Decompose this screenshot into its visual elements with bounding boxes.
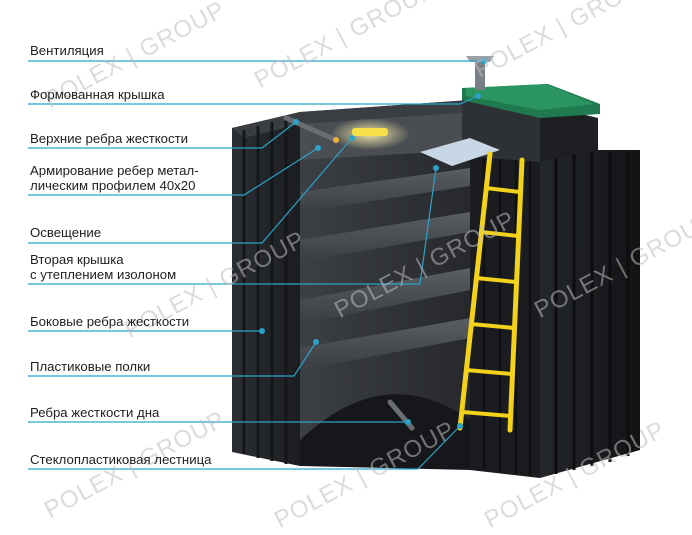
label-second-lid: Вторая крышка с утеплением изолоном (30, 252, 176, 282)
label-ladder: Стеклопластиковая лестница (30, 452, 212, 467)
label-shelves: Пластиковые полки (30, 359, 151, 374)
hatch-housing-side (540, 104, 598, 162)
label-second-lid-line1: Вторая крышка (30, 252, 124, 267)
front-left-wall (232, 112, 300, 466)
label-top-ribs: Верхние ребра жесткости (30, 131, 189, 146)
label-reinforcement-line1: Армирование ребер метал- (30, 163, 199, 178)
diagram: POLEX | GROUP POLEX | GROUP POLEX | GROU… (28, 0, 692, 534)
cellar-illustration (28, 56, 640, 478)
label-bottom-ribs: Ребра жесткости дна (30, 405, 160, 420)
second-lid (420, 138, 500, 166)
side-ribs (242, 118, 288, 464)
right-wall-front (470, 130, 540, 478)
label-lighting: Освещение (30, 225, 102, 240)
label-side-ribs: Боковые ребра жесткости (30, 314, 190, 329)
ventilation-pipe (475, 62, 485, 90)
label-reinforcement-line2: лическим профилем 40х20 (30, 178, 196, 193)
top-rim (232, 100, 470, 138)
light-fixture (352, 128, 388, 136)
leader-ladder (28, 425, 461, 470)
leader-second-lid (28, 167, 437, 285)
right-wall (540, 150, 640, 478)
cellar-body (232, 56, 640, 478)
label-ventilation: Вентиляция (30, 43, 104, 58)
shelf-middle (300, 212, 470, 262)
shelf-bottom (300, 318, 470, 370)
leader-molded-lid (28, 95, 479, 105)
molded-lid-top (466, 84, 594, 110)
leader-lighting (28, 137, 353, 244)
label-molded-lid: Формованная крышка (30, 87, 165, 102)
leader-reinforcement (28, 147, 319, 196)
shelf-top (300, 168, 470, 212)
leader-lines (28, 60, 484, 470)
leader-shelves (28, 341, 317, 377)
plastic-shelves (300, 168, 470, 370)
bottom-arch (300, 394, 470, 470)
shelf-lower (300, 268, 470, 324)
leader-top-ribs (28, 121, 297, 149)
right-wall-ribs (554, 152, 630, 474)
label-reinforcement: Армирование ребер метал- лическим профил… (30, 163, 199, 193)
leader-dots (259, 58, 487, 429)
label-second-lid-line2: с утеплением изолоном (30, 267, 177, 282)
fiberglass-ladder (457, 151, 525, 433)
